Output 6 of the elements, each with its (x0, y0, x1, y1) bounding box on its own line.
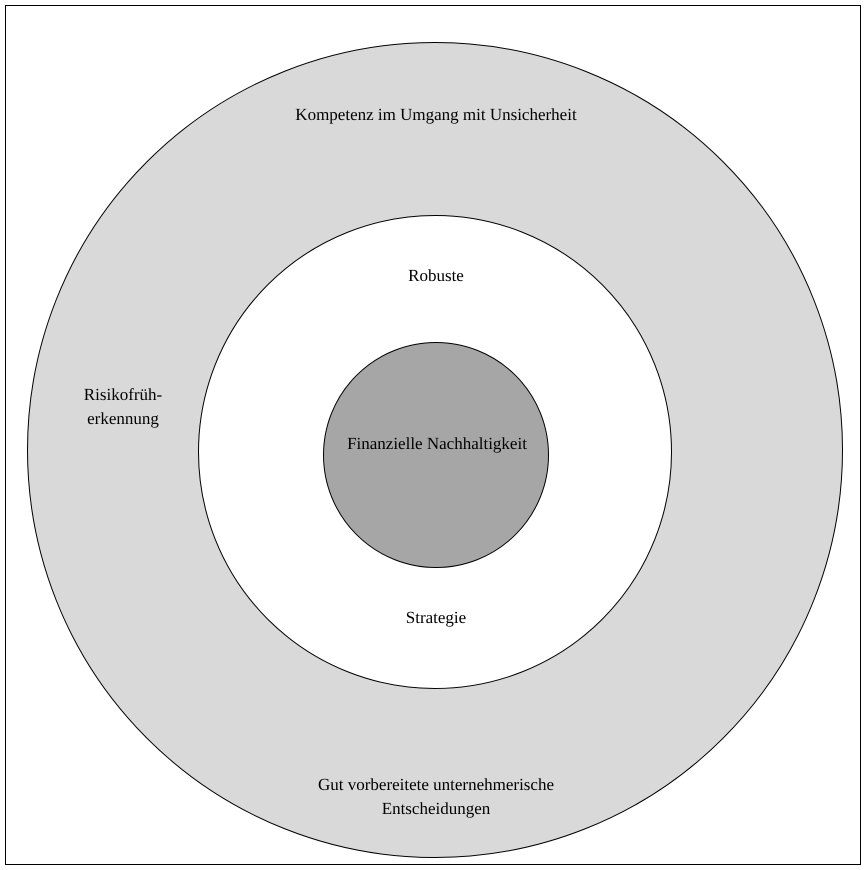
ring-label: Strategie (404, 607, 468, 629)
ring-label: Robuste (407, 265, 465, 287)
ring-label: Gut vorbereitete unternehmerische Entscheidungen (316, 774, 555, 820)
ring-label: Kompetenz im Umgang mit Unsicherheit (294, 104, 578, 126)
ring-label: Finanzielle Nachhaltigkeit (346, 433, 528, 455)
ring-label: Risikofrüh-erkennung (82, 384, 164, 430)
